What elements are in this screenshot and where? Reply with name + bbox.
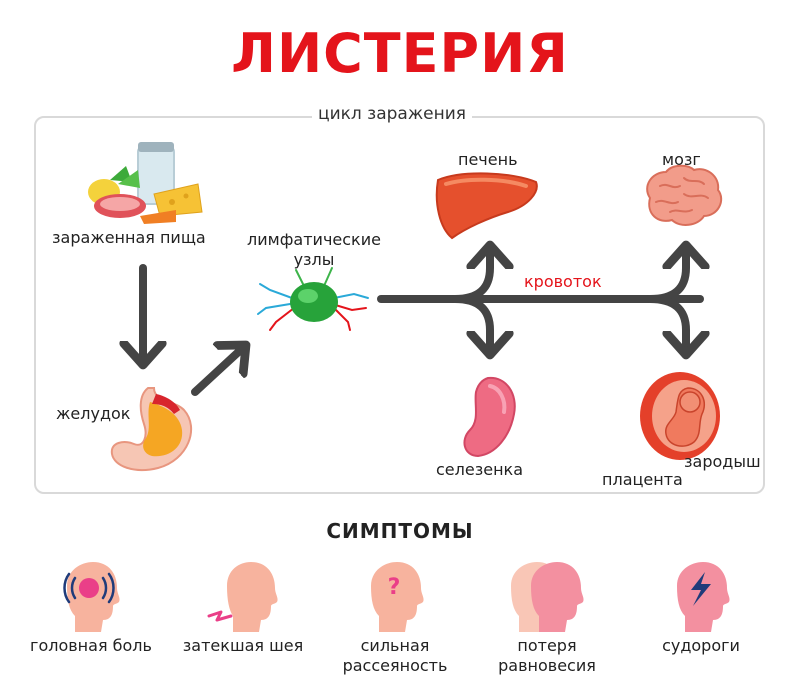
spleen-label: селезенка xyxy=(436,460,523,479)
symptom-headache-label: головная боль xyxy=(30,636,152,655)
stomach-label: желудок xyxy=(56,404,131,423)
symptom-seizures-label: судороги xyxy=(662,636,740,655)
symptom-confusion-label-line2: рассеяность xyxy=(342,656,448,675)
symptom-confusion-label-line1: сильная xyxy=(360,636,430,655)
headache-icon xyxy=(63,562,120,632)
seizure-icon xyxy=(677,562,730,632)
lymph-nodes-label-line1: лимфатические xyxy=(247,230,381,249)
confusion-icon: ? xyxy=(371,562,424,632)
symptom-confusion-label: сильная рассеяность xyxy=(320,636,470,676)
brain-icon xyxy=(646,164,723,226)
symptom-stiff-neck: затекшая шея xyxy=(168,560,318,656)
stomach-icon xyxy=(110,387,193,472)
symptom-loss-of-balance-label-line1: потеря xyxy=(517,636,577,655)
bloodstream-lines xyxy=(377,245,700,355)
stiff-neck-icon xyxy=(207,562,278,632)
symptom-confusion: ? сильная рассеяность xyxy=(320,560,470,676)
infection-cycle-label: цикл заражения xyxy=(312,104,472,124)
lymph-nodes-label-line2: узлы xyxy=(293,250,335,269)
symptom-loss-of-balance-label-line2: равновесия xyxy=(498,656,596,675)
svg-text:?: ? xyxy=(388,575,401,600)
food-label: зараженная пища xyxy=(52,228,206,247)
brain-label: мозг xyxy=(662,150,701,169)
fetus-label: зародыш xyxy=(684,452,761,471)
placenta-fetus-icon xyxy=(640,372,720,460)
liver-label: печень xyxy=(458,150,518,169)
symptom-loss-of-balance-label: потеря равновесия xyxy=(472,636,622,676)
arrow-stomach-to-lymph xyxy=(191,345,246,396)
lymph-nodes-label: лимфатические узлы xyxy=(240,230,388,270)
symptom-loss-of-balance: потеря равновесия xyxy=(472,560,622,676)
symptom-stiff-neck-label: затекшая шея xyxy=(182,636,304,655)
liver-icon xyxy=(435,172,538,240)
page-title: ЛИСТЕРИЯ xyxy=(231,22,569,85)
placenta-label: плацента xyxy=(602,470,683,489)
lymph-nodes-icon xyxy=(257,267,369,331)
symptom-headache: головная боль xyxy=(16,560,166,656)
symptom-seizures: судороги xyxy=(626,560,776,656)
spleen-icon xyxy=(463,376,516,458)
infected-food-icon xyxy=(88,142,203,224)
loss-of-balance-icon xyxy=(511,562,584,632)
symptoms-title: СИМПТОМЫ xyxy=(326,519,474,543)
bloodstream-label: кровоток xyxy=(524,272,602,291)
